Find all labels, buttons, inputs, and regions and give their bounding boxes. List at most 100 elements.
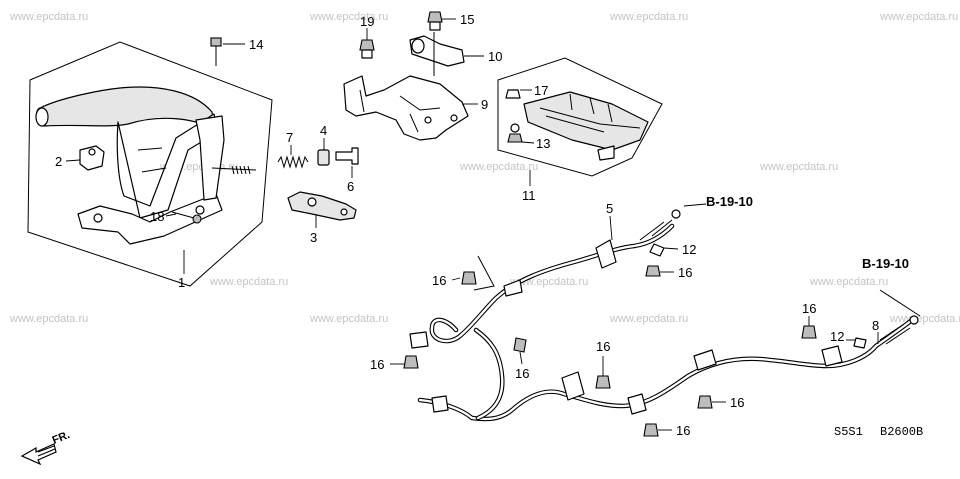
- bolt-16-a: [645, 265, 661, 277]
- watermark: www.epcdata.ru: [9, 11, 88, 23]
- callout-16-h: 16: [676, 423, 690, 438]
- cover-ribs: [539, 93, 641, 133]
- cable-8-end-thread: [879, 323, 911, 345]
- callout-19: 19: [360, 14, 374, 29]
- watermark: www.epcdata.ru: [609, 11, 688, 23]
- watermark: www.epcdata.ru: [209, 276, 288, 288]
- callout-3: 3: [310, 230, 317, 245]
- lever-grip: [35, 86, 215, 131]
- callout-4: 4: [320, 123, 327, 138]
- leader-16-b: [451, 277, 461, 281]
- callout-15: 15: [460, 12, 474, 27]
- bolt-16-d: [513, 337, 527, 353]
- front-label: FR.: [51, 429, 72, 447]
- cable-8-inner: [418, 318, 914, 421]
- callout-1: 1: [178, 275, 185, 290]
- watermark: www.epcdata.ru: [759, 161, 838, 173]
- callout-13: 13: [536, 136, 550, 151]
- leader-16-d: [519, 351, 523, 365]
- bracket-hole: [450, 114, 458, 122]
- equalizer-parts: [277, 138, 359, 228]
- lever-base-bracket: [77, 193, 223, 245]
- bolt-16-c: [403, 355, 419, 369]
- cable-8-clip: [627, 393, 647, 415]
- grommet-13-top: [510, 123, 520, 133]
- watermark: www.epcdata.ru: [309, 11, 388, 23]
- cable-5-bracket: [595, 239, 617, 269]
- watermark: www.epcdata.ru: [889, 313, 960, 325]
- equalizer: [287, 191, 357, 221]
- callout-16-d: 16: [515, 366, 529, 381]
- equalizer-pin: [335, 147, 359, 165]
- callout-12-lower: 12: [830, 329, 844, 344]
- equalizer-spring: [277, 155, 309, 169]
- callout-18: 18: [150, 209, 164, 224]
- grommet-13: [507, 133, 523, 143]
- callout-7: 7: [286, 130, 293, 145]
- watermark: www.epcdata.ru: [9, 313, 88, 325]
- leader-16-b-arrow: [473, 255, 495, 291]
- cable-5-end-thread: [639, 219, 673, 241]
- lever-arm-detail: [137, 147, 167, 173]
- watermark-layer: www.epcdata.ru www.epcdata.ru www.epcdat…: [9, 11, 960, 325]
- parking-brake-lever-assembly: [27, 37, 273, 287]
- lever-bracket-group: [343, 11, 484, 141]
- switch-screw: [88, 148, 96, 156]
- ref-leader-upper: [683, 203, 707, 207]
- leader-12-upper: [663, 247, 679, 250]
- bolt-16-g: [697, 395, 713, 409]
- leader-18: [165, 213, 177, 217]
- bolt-12-upper: [649, 243, 665, 257]
- bolt-18-head: [192, 214, 202, 224]
- ref-leader-lower: [879, 289, 921, 317]
- cover-group-box: [497, 57, 663, 177]
- callout-16-c: 16: [370, 357, 384, 372]
- callout-14: 14: [249, 37, 263, 52]
- cable-8-clip: [431, 395, 449, 413]
- callout-10: 10: [488, 49, 502, 64]
- watermark: www.epcdata.ru: [879, 11, 958, 23]
- callout-16-e: 16: [596, 339, 610, 354]
- cable-8-clip: [821, 345, 843, 367]
- callout-9: 9: [481, 97, 488, 112]
- collar-end: [411, 38, 425, 54]
- watermark: www.epcdata.ru: [309, 313, 388, 325]
- bolt-16-e: [595, 375, 611, 389]
- callout-8: 8: [872, 318, 879, 333]
- callout-16-f: 16: [802, 301, 816, 316]
- bolt-19-head: [359, 39, 375, 51]
- adjusting-nut: [317, 149, 330, 166]
- clip-17: [505, 89, 521, 99]
- callout-16-g: 16: [730, 395, 744, 410]
- lever-side-plate: [195, 115, 225, 201]
- bolt-16-h: [643, 423, 659, 437]
- rod-thread: [231, 165, 251, 175]
- parking-brake-switch: [79, 145, 105, 171]
- grip-end-cap: [35, 107, 49, 127]
- leader-5: [609, 215, 613, 241]
- leader-2: [65, 159, 81, 162]
- cable-5-clamp: [409, 331, 429, 349]
- parking-brake-cable-lower: [417, 289, 921, 422]
- callout-6: 6: [347, 179, 354, 194]
- cover-group: [497, 57, 663, 186]
- cable-branch-inner: [474, 328, 504, 420]
- bolt-15-shank: [429, 21, 441, 31]
- bracket-detail: [359, 89, 441, 133]
- equalizer-hole: [307, 197, 317, 207]
- cable-5-inner: [430, 224, 674, 343]
- bolt-16-f: [801, 325, 817, 339]
- watermark: www.epcdata.ru: [459, 161, 538, 173]
- callout-16-a: 16: [678, 265, 692, 280]
- bolt-14-head: [210, 37, 222, 47]
- front-arrow-hatch: [37, 445, 56, 457]
- bracket-hole: [424, 116, 432, 124]
- lever-group-box: [27, 41, 273, 287]
- figure-code: B2600B: [880, 425, 923, 439]
- cable-5-guide: [503, 279, 523, 297]
- cover-tab: [597, 145, 615, 161]
- equalizer-hole: [340, 208, 348, 216]
- callout-11: 11: [522, 188, 536, 203]
- bolt-19-shank: [361, 49, 373, 59]
